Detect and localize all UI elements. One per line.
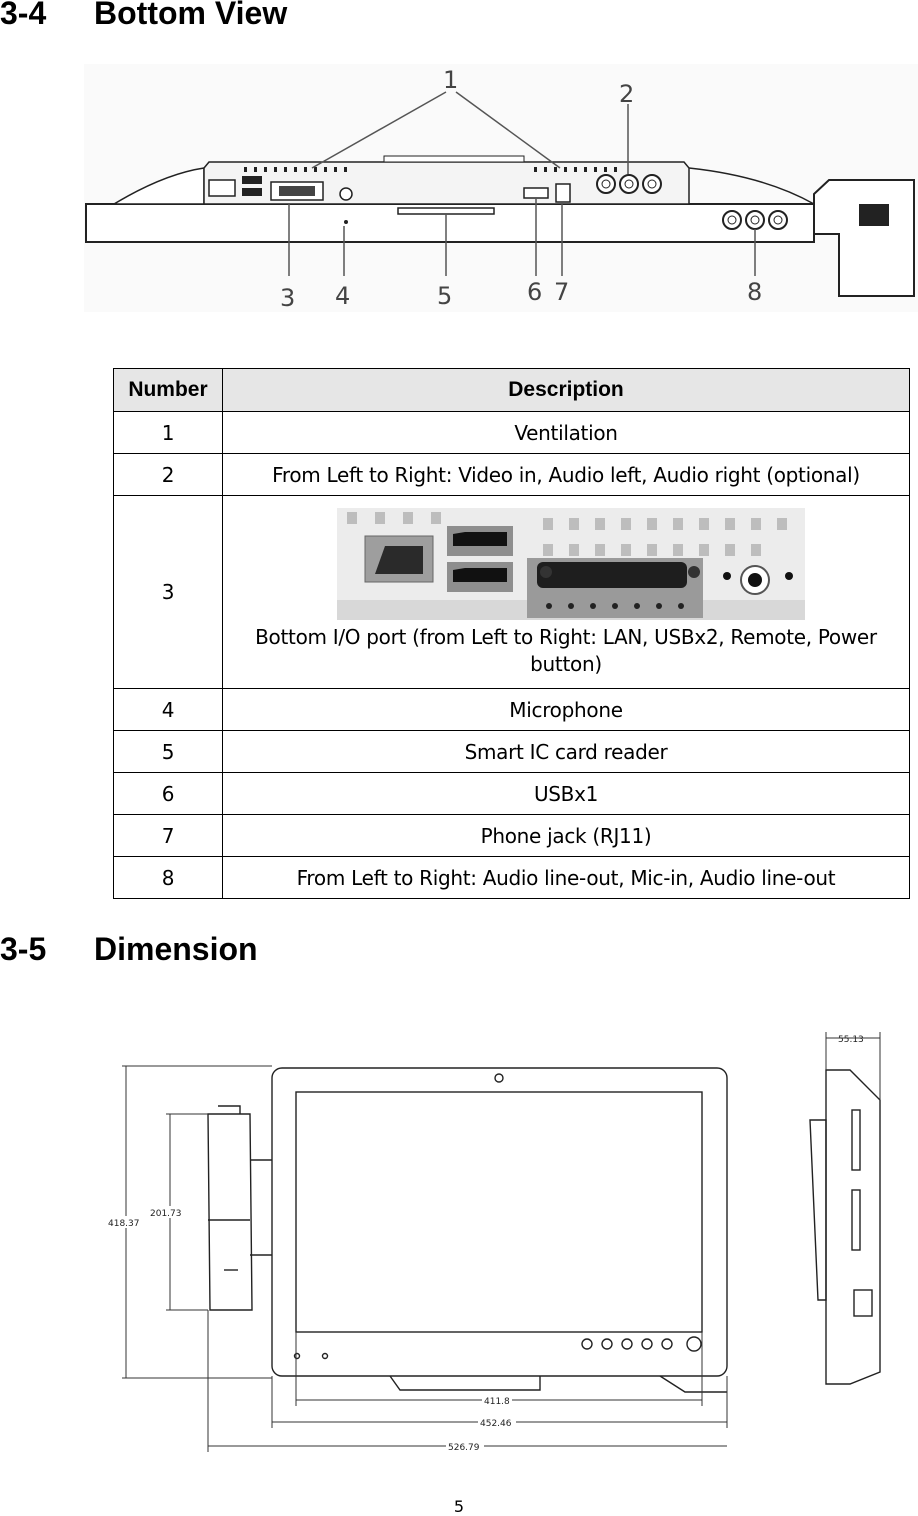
dim-height-reader: 201.73: [150, 1209, 182, 1219]
callout-7: 7: [554, 278, 569, 306]
callout-4: 4: [335, 282, 350, 310]
callout-2: 2: [619, 80, 634, 108]
row-description: Microphone: [222, 688, 910, 731]
header-number: Number: [113, 368, 223, 412]
bottom-view-table: Number Description 1 Ventilation 2 From …: [113, 368, 910, 899]
dim-width-screen: 411.8: [484, 1397, 510, 1407]
row-description: Phone jack (RJ11): [222, 814, 910, 857]
dim-width-body: 452.46: [480, 1419, 512, 1429]
section-heading-bottom-view: 3-4 Bottom View: [0, 0, 287, 30]
dim-depth: 55.13: [838, 1035, 864, 1045]
section-heading-dimension: 3-5 Dimension: [0, 932, 258, 966]
row-number: 2: [113, 453, 223, 496]
table-row: 1 Ventilation: [113, 411, 910, 454]
table-header-row: Number Description: [113, 368, 910, 412]
table-row: 7 Phone jack (RJ11): [113, 814, 910, 857]
callout-1: 1: [443, 66, 458, 94]
callout-3: 3: [280, 284, 295, 312]
header-description: Description: [222, 368, 910, 412]
row-description: Bottom I/O port (from Left to Right: LAN…: [255, 625, 877, 676]
row-number: 3: [113, 495, 223, 689]
dim-height-total: 418.37: [108, 1219, 140, 1229]
callout-5: 5: [437, 282, 452, 310]
row-number: 4: [113, 688, 223, 731]
section-number: 3-4: [0, 0, 47, 31]
row-description: Ventilation: [222, 411, 910, 454]
io-port-photo: [337, 508, 805, 620]
row-number: 6: [113, 772, 223, 815]
bottom-view-figure: 1 2 3 4 5 6 7 8: [84, 64, 918, 312]
table-row: 4 Microphone: [113, 688, 910, 731]
table-row: 6 USBx1: [113, 772, 910, 815]
row-description: From Left to Right: Video in, Audio left…: [222, 453, 910, 496]
section-title: Dimension: [94, 931, 258, 967]
section-number: 3-5: [0, 931, 47, 967]
row-description: USBx1: [222, 772, 910, 815]
row-number: 5: [113, 730, 223, 773]
row-description: From Left to Right: Audio line-out, Mic-…: [222, 856, 910, 899]
table-row: 2 From Left to Right: Video in, Audio le…: [113, 453, 910, 496]
page-number: 5: [453, 1497, 465, 1516]
table-row: 5 Smart IC card reader: [113, 730, 910, 773]
row-number: 8: [113, 856, 223, 899]
row-description: Smart IC card reader: [222, 730, 910, 773]
row-number: 7: [113, 814, 223, 857]
dim-width-total: 526.79: [448, 1443, 480, 1453]
callout-6: 6: [527, 278, 542, 306]
dimension-drawing: 418.37 201.73 55.13 411.8 452.46 526.79: [106, 1032, 881, 1453]
row-number: 1: [113, 411, 223, 454]
section-title: Bottom View: [94, 0, 288, 31]
callout-8: 8: [747, 278, 762, 306]
table-row: 8 From Left to Right: Audio line-out, Mi…: [113, 856, 910, 899]
